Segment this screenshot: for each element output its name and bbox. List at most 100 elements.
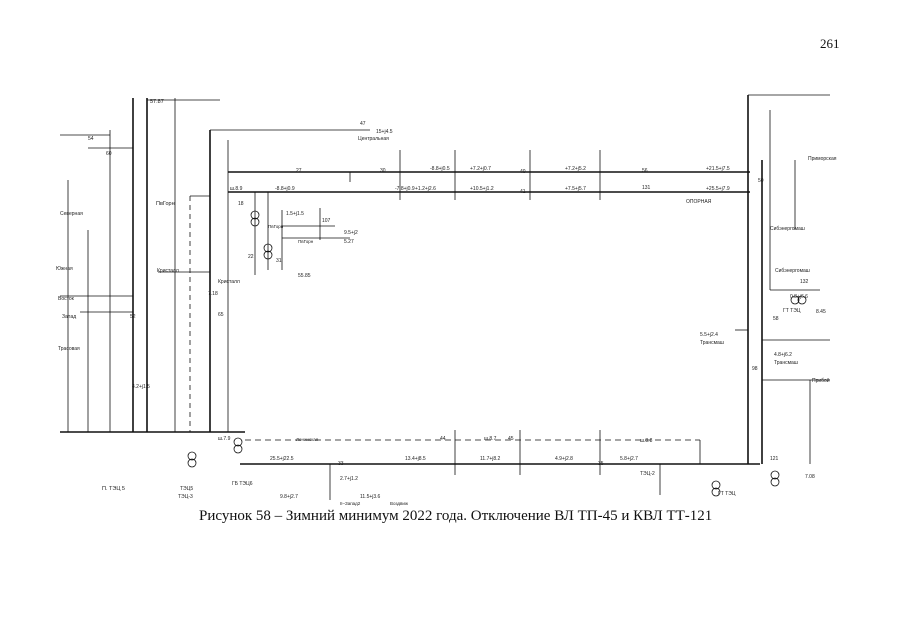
num-30: 30 (380, 168, 386, 174)
transformer-7b (797, 295, 807, 305)
flow-f9: +7.2+j5.2 (565, 166, 586, 172)
label-gb-tets6: ГБ ТЭЦ6 (232, 481, 253, 487)
flow-f23: 2.7+j1.2 (340, 476, 358, 482)
flow-f24: 9.8+j2.7 (280, 494, 298, 500)
label-vozdvizh: Воздвиж (390, 501, 408, 506)
flow-f1: 15+j4.5 (376, 129, 393, 135)
flow-f17: 0.8+j6.6 (790, 294, 808, 300)
label-vostok: Восток (58, 296, 75, 302)
label-7-18: 7.18 (208, 291, 218, 297)
num-22: 22 (248, 254, 254, 260)
transformer-6b (770, 477, 780, 487)
num-47: 47 (360, 121, 366, 127)
label-transmash2: Трансмаш (774, 360, 798, 366)
flow-f3: -7.8+j0.9 (395, 186, 415, 192)
label-primorskaya: Приморская (808, 156, 837, 162)
label-pv-gorn2: ПвГорн (268, 224, 284, 229)
flow-f10: +7.5+j5.7 (565, 186, 586, 192)
num-33: 33 (338, 461, 344, 467)
page-number: 261 (820, 36, 840, 51)
flow-f18: 25.5+j22.5 (270, 456, 294, 462)
num-58: 58 (773, 316, 779, 322)
label-tets3: ТЭЦ-3 (178, 494, 193, 500)
num-121: 121 (770, 456, 779, 462)
num-50: 50 (758, 178, 764, 184)
label-zapad: Запад (62, 314, 76, 320)
num-41: 41 (520, 189, 526, 195)
transformer-5 (711, 480, 721, 490)
transformer-3 (233, 437, 243, 447)
num-60: 60 (106, 151, 112, 157)
label-pv-gorn-sub: ПвГорн (298, 239, 314, 244)
transformer-3b (233, 444, 243, 454)
label-trasovaya: Трасовая (58, 346, 80, 352)
flow-f22: 5.8+j2.7 (620, 456, 638, 462)
label-u9: ш.8.8 (640, 438, 653, 444)
flow-f11: +21.5+j7.5 (706, 166, 730, 172)
num-107: 107 (322, 218, 331, 224)
num-45: 45 (508, 436, 514, 442)
transformer-7 (790, 295, 800, 305)
label-p-tets5: П. ТЭЦ 5 (102, 486, 125, 492)
flow-f5: -8.8+j0.5 (430, 166, 450, 172)
label-opornaya: ОПОРНАЯ (686, 199, 712, 205)
label-sibirgronn: Сибэнергомаш (770, 226, 805, 232)
label-u8: ш.8.7 (484, 436, 497, 442)
transformer-6 (770, 470, 780, 480)
num-31: 31 (276, 258, 282, 264)
label-5-27: 5.27 (344, 239, 354, 245)
num-18: 18 (238, 201, 244, 207)
label-priboy: Прибой (812, 377, 830, 384)
num-35: 35 (598, 461, 604, 467)
figure-caption: Рисунок 58 – Зимний минимум 2022 года. О… (199, 508, 713, 524)
flow-f8: +10.5+j1.2 (470, 186, 494, 192)
num-131: 131 (642, 185, 651, 191)
flow-f19: 13.4+j8.5 (405, 456, 426, 462)
num-44: 44 (440, 436, 446, 442)
num-132: 132 (800, 279, 809, 285)
flow-f2: -8.8+j0.9 (275, 186, 295, 192)
flow-f13: 9.5+j2 (344, 230, 358, 236)
label-57-87: 57.87 (150, 99, 164, 105)
label-7-08: 7.08 (805, 474, 815, 480)
num-40: 40 (520, 169, 526, 175)
flow-f16: 4.8+j6.2 (774, 352, 792, 358)
label-severnaya: Северная (60, 211, 83, 217)
flow-f4: 4.2+j1.5 (132, 384, 150, 390)
label-tets5: ТЭЦ5 (180, 486, 193, 492)
flow-f21: 4.9+j2.8 (555, 456, 573, 462)
flow-f7: +1.2+j2.6 (415, 186, 436, 192)
label-55-85: 55.85 (298, 273, 311, 279)
label-pv-gorn: ПвГорн (156, 201, 175, 207)
num-52: 52 (130, 314, 136, 320)
flow-f15: 5.5+j2.4 (700, 332, 718, 338)
label-ii-zapad2: II–Запад2 (340, 501, 361, 506)
flow-f12: +25.5+j7.9 (706, 186, 730, 192)
transformer-2b (263, 250, 273, 260)
label-yuzhnaya: Южная (56, 266, 73, 272)
label-gt-tets2: ГТ ТЭЦ (718, 491, 736, 497)
transformer-1b (250, 217, 260, 227)
label-u7: ш.8.9 (230, 186, 243, 192)
label-tets2: ТЭЦ-2 (640, 471, 655, 477)
label-transmash: Трансмаш (700, 340, 724, 346)
flow-f6: +7.2+j0.7 (470, 166, 491, 172)
transformer-4 (187, 451, 197, 461)
label-8-45: 8.45 (816, 309, 826, 315)
num-98: 98 (752, 366, 758, 372)
label-u10: ш.7.9 (218, 436, 231, 442)
num-56: 56 (642, 168, 648, 174)
transformer-1 (250, 210, 260, 220)
num-65: 65 (218, 312, 224, 318)
label-kristall: Кристалл (157, 268, 179, 274)
label-gt-tets: ГТ ТЭЦ (783, 308, 801, 314)
transformer-5b (711, 487, 721, 497)
label-sibirgronn2: Сибэнергомаш (775, 268, 810, 274)
num-27: 27 (296, 168, 302, 174)
flow-f25: 11.5+j3.6 (360, 494, 381, 500)
transformer-2 (263, 243, 273, 253)
num-54: 54 (88, 136, 94, 142)
label-lenin: Ленинская (296, 437, 319, 442)
label-kristall2: Кристалл (218, 279, 240, 285)
